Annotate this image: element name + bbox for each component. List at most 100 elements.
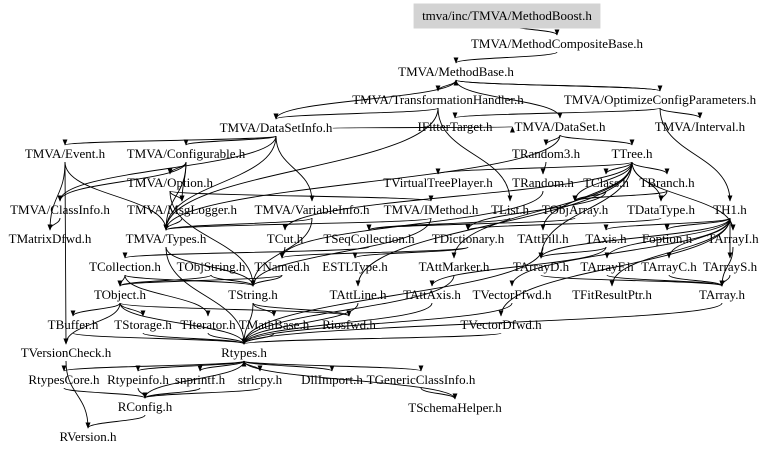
edge-taxis-to-taaxis xyxy=(429,246,607,287)
node-tmva-inc-tmva-methodboost-h[interactable]: tmva/inc/TMVA/MethodBoost.h xyxy=(413,3,601,29)
node-tdatatype-h[interactable]: TDataType.h xyxy=(627,202,696,217)
node-tobjarray-h[interactable]: TObjArray.h xyxy=(542,202,609,217)
node-tstring-h[interactable]: TString.h xyxy=(228,287,278,302)
edge-mcb-to-mb xyxy=(453,51,558,64)
node-foption-h[interactable]: Foption.h xyxy=(642,231,693,246)
node-tvectorffwd-h[interactable]: TVectorFfwd.h xyxy=(472,287,552,302)
node-tarrayi-h[interactable]: TArrayI.h xyxy=(707,231,759,246)
node-label: TObject.h xyxy=(94,287,147,302)
node-tmva-classinfo-h[interactable]: TMVA/ClassInfo.h xyxy=(10,202,110,217)
node-tmva-event-h[interactable]: TMVA/Event.h xyxy=(25,146,106,161)
node-tbranch-h[interactable]: TBranch.h xyxy=(639,175,695,190)
node-tmva-option-h[interactable]: TMVA/Option.h xyxy=(127,175,214,190)
node-tstorage-h[interactable]: TStorage.h xyxy=(114,317,172,332)
edge-rtypes-to-tgci xyxy=(243,360,424,372)
node-strlcpy-h[interactable]: strlcpy.h xyxy=(238,372,283,387)
node-rversion-h[interactable]: RVersion.h xyxy=(59,429,117,444)
node-tmva-types-h[interactable]: TMVA/Types.h xyxy=(126,231,207,246)
node-taxis-h[interactable]: TAxis.h xyxy=(585,231,627,246)
node-dllimport-h[interactable]: DllImport.h xyxy=(301,372,363,387)
node-tmva-interval-h[interactable]: TMVA/Interval.h xyxy=(655,119,746,134)
node-label: TMVA/DataSetInfo.h xyxy=(220,120,333,135)
node-rtypescore-h[interactable]: RtypesCore.h xyxy=(28,372,100,387)
node-tmatrixdfwd-h[interactable]: TMatrixDfwd.h xyxy=(9,231,92,246)
node-tattfill-h[interactable]: TAttFill.h xyxy=(517,231,569,246)
node-tmva-methodcompositebase-h[interactable]: TMVA/MethodCompositeBase.h xyxy=(471,36,644,51)
node-tattline-h[interactable]: TAttLine.h xyxy=(329,287,387,302)
node-rconfig-h[interactable]: RConfig.h xyxy=(118,399,173,414)
node-label: TMVA/DataSet.h xyxy=(514,119,606,134)
node-tcollection-h[interactable]: TCollection.h xyxy=(89,259,161,274)
node-tmva-dataset-h[interactable]: TMVA/DataSet.h xyxy=(514,119,606,134)
node-tversioncheck-h[interactable]: TVersionCheck.h xyxy=(21,345,112,360)
node-ifittertarget-h[interactable]: IFitterTarget.h xyxy=(417,119,493,134)
node-riosfwd-h[interactable]: Riosfwd.h xyxy=(322,317,376,332)
node-label: TTree.h xyxy=(611,146,653,161)
edge-ci-to-tmdf xyxy=(47,217,61,231)
node-tarrayc-h[interactable]: TArrayC.h xyxy=(641,259,697,274)
node-tlist-h[interactable]: TList.h xyxy=(491,202,529,217)
node-estltype-h[interactable]: ESTLType.h xyxy=(322,259,388,274)
node-tmva-optimizeconfigparameters-h[interactable]: TMVA/OptimizeConfigParameters.h xyxy=(564,92,757,107)
edge-rtypes-to-rconf xyxy=(142,360,245,399)
node-tarrayd-h[interactable]: TArrayD.h xyxy=(513,259,570,274)
node-tarrays-h[interactable]: TArrayS.h xyxy=(703,259,758,274)
edge-th1-to-taf xyxy=(604,217,731,259)
edge-dsi-to-ev xyxy=(62,135,277,146)
edge-th1-to-taxis xyxy=(603,217,731,231)
node-tmva-transformationhandler-h[interactable]: TMVA/TransformationHandler.h xyxy=(352,92,524,107)
edge-tdt-to-tdict xyxy=(465,217,662,231)
node-tvirtualtreeplayer-h[interactable]: TVirtualTreePlayer.h xyxy=(383,175,493,190)
node-label: IFitterTarget.h xyxy=(417,119,493,134)
node-tschemahelper-h[interactable]: TSchemaHelper.h xyxy=(408,400,502,415)
edge-tobj-to-tvc xyxy=(63,302,121,345)
edge-th-to-types xyxy=(163,107,439,231)
node-trandom-h[interactable]: TRandom.h xyxy=(512,175,574,190)
node-rtypes-h[interactable]: Rtypes.h xyxy=(221,345,267,360)
node-label: TMVA/IMethod.h xyxy=(384,202,479,217)
node-tmva-variableinfo-h[interactable]: TMVA/VariableInfo.h xyxy=(255,202,370,217)
node-tbuffer-h[interactable]: TBuffer.h xyxy=(48,317,99,332)
node-tobjstring-h[interactable]: TObjString.h xyxy=(177,259,246,274)
node-tattmarker-h[interactable]: TAttMarker.h xyxy=(419,259,490,274)
node-tmva-datasetinfo-h[interactable]: TMVA/DataSetInfo.h xyxy=(220,120,333,135)
node-tseqcollection-h[interactable]: TSeqCollection.h xyxy=(323,231,415,246)
node-label: TObjArray.h xyxy=(542,202,609,217)
node-tcut-h[interactable]: TCut.h xyxy=(267,231,304,246)
node-tfitresultptr-h[interactable]: TFitResultPtr.h xyxy=(572,287,652,302)
node-tobject-h[interactable]: TObject.h xyxy=(94,287,147,302)
node-tvectordfwd-h[interactable]: TVectorDfwd.h xyxy=(460,317,542,332)
node-tmva-msglogger-h[interactable]: TMVA/MsgLogger.h xyxy=(127,202,237,217)
node-tarrayf-h[interactable]: TArrayF.h xyxy=(580,259,634,274)
node-snprintf-h[interactable]: snprintf.h xyxy=(175,372,226,387)
node-tmva-methodbase-h[interactable]: TMVA/MethodBase.h xyxy=(398,64,514,79)
edge-ocp-to-ift xyxy=(452,107,661,119)
edge-ev-to-tmdf xyxy=(47,161,66,231)
node-label: TArrayF.h xyxy=(580,259,634,274)
node-tnamed-h[interactable]: TNamed.h xyxy=(254,259,310,274)
node-tarray-h[interactable]: TArray.h xyxy=(699,287,746,302)
node-ttree-h[interactable]: TTree.h xyxy=(611,146,653,161)
node-label: TDataType.h xyxy=(627,202,696,217)
node-label: TArrayS.h xyxy=(703,259,758,274)
node-tgenericclassinfo-h[interactable]: TGenericClassInfo.h xyxy=(367,372,476,387)
node-tdictionary-h[interactable]: TDictionary.h xyxy=(432,231,505,246)
node-th1-h[interactable]: TH1.h xyxy=(713,202,747,217)
node-label: TCollection.h xyxy=(89,259,161,274)
node-label: Riosfwd.h xyxy=(322,317,376,332)
edge-ocp-to-mb xyxy=(453,79,661,92)
node-tmva-configurable-h[interactable]: TMVA/Configurable.h xyxy=(127,146,246,161)
edge-ttree-to-tad xyxy=(538,161,633,259)
node-tattaxis-h[interactable]: TAttAxis.h xyxy=(403,287,461,302)
edge-tamark-to-rtypes xyxy=(241,274,455,345)
edge-th-to-tlist xyxy=(437,107,513,202)
node-tclass-h[interactable]: TClass.h xyxy=(583,175,629,190)
edge-th1-to-tfrp xyxy=(609,217,731,287)
node-label: strlcpy.h xyxy=(238,372,283,387)
edge-vi-to-types xyxy=(163,217,313,231)
node-titerator-h[interactable]: TIterator.h xyxy=(180,317,236,332)
node-rtypeinfo-h[interactable]: Rtypeinfo.h xyxy=(107,372,169,387)
node-tmva-imethod-h[interactable]: TMVA/IMethod.h xyxy=(384,202,479,217)
node-trandom3-h[interactable]: TRandom3.h xyxy=(512,146,581,161)
node-tmathbase-h[interactable]: TMathBase.h xyxy=(239,317,310,332)
